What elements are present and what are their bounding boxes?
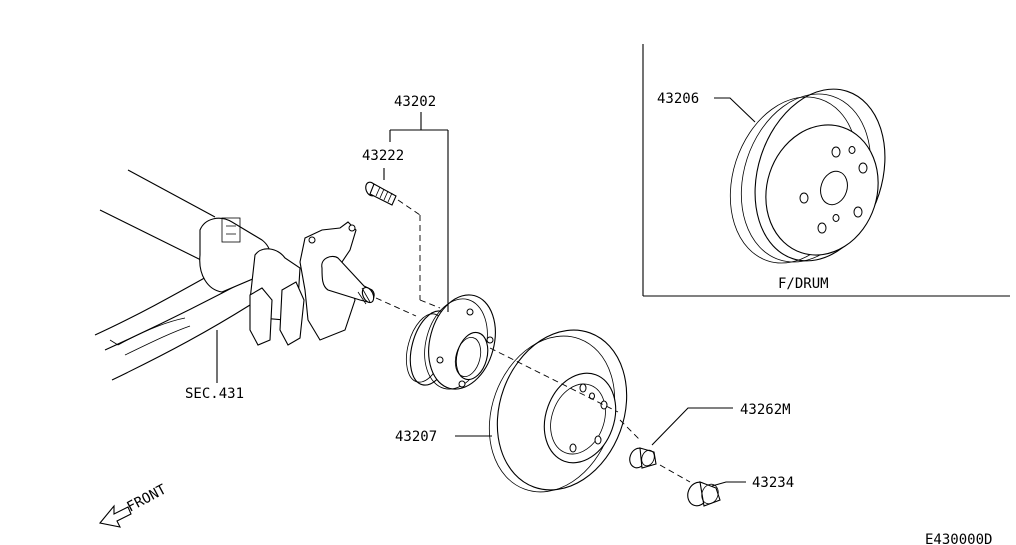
label-43262m: 43262M [740,402,791,418]
axle-beam [94,169,375,383]
hub-cap [687,481,721,507]
label-43202: 43202 [394,94,436,110]
leader-lines [383,97,756,487]
hub-bolt [365,181,397,206]
drum-inset-frame [642,44,1010,297]
label-sec-431: SEC.431 [185,386,244,402]
diagram-code: E430000D [925,532,992,545]
front-arrow-icon [98,504,132,528]
label-43207: 43207 [395,429,437,445]
label-43206: 43206 [657,91,699,107]
disc-rotor [488,329,628,493]
front-label: FRONT [124,481,169,515]
hub-nut [629,447,657,469]
label-f-drum: F/DRUM [778,276,829,292]
front-indicator: FRONT [98,481,170,528]
assembly-axis [375,199,691,483]
label-43222: 43222 [362,148,404,164]
label-43234: 43234 [752,475,794,491]
hub-assembly [405,294,496,390]
brake-drum [729,88,886,264]
